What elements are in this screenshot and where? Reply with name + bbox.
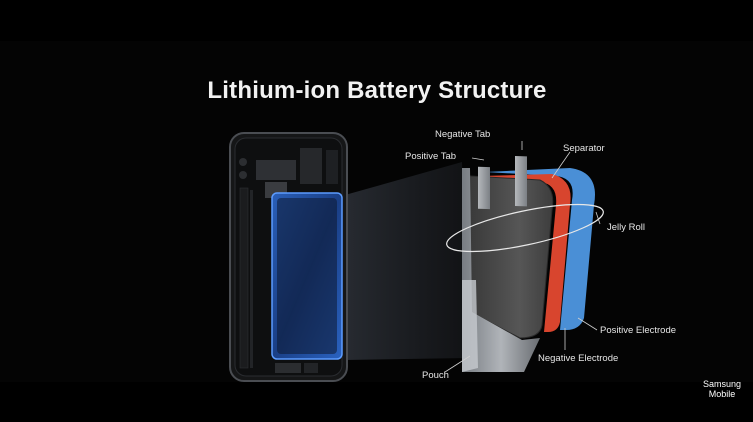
leader-lines xyxy=(444,141,601,373)
label-positive-tab: Positive Tab xyxy=(405,151,457,162)
label-positive-electrode: Positive Electrode xyxy=(600,325,677,336)
pouch xyxy=(462,168,540,372)
phone-xray xyxy=(229,132,348,382)
watermark-line1: Samsung xyxy=(702,379,742,389)
jelly-roll-outline xyxy=(446,203,604,253)
projection-beam xyxy=(345,162,468,360)
separator-layer xyxy=(480,174,571,332)
label-jelly-roll: Jelly Roll xyxy=(607,222,646,233)
negative-tab xyxy=(515,155,527,207)
label-negative-electrode: Negative Electrode xyxy=(538,353,619,364)
positive-tab xyxy=(478,166,490,210)
label-separator: Separator xyxy=(563,143,605,154)
label-pouch: Pouch xyxy=(422,370,449,381)
samsung-mobile-watermark: Samsung Mobile xyxy=(699,379,745,399)
label-negative-tab: Negative Tab xyxy=(435,129,491,140)
battery-exploded-view xyxy=(446,155,604,372)
watermark-line2: Mobile xyxy=(708,389,736,399)
positive-electrode-layer xyxy=(485,168,595,330)
slide-title: Lithium-ion Battery Structure xyxy=(207,77,547,104)
jelly-roll-body xyxy=(469,175,554,339)
